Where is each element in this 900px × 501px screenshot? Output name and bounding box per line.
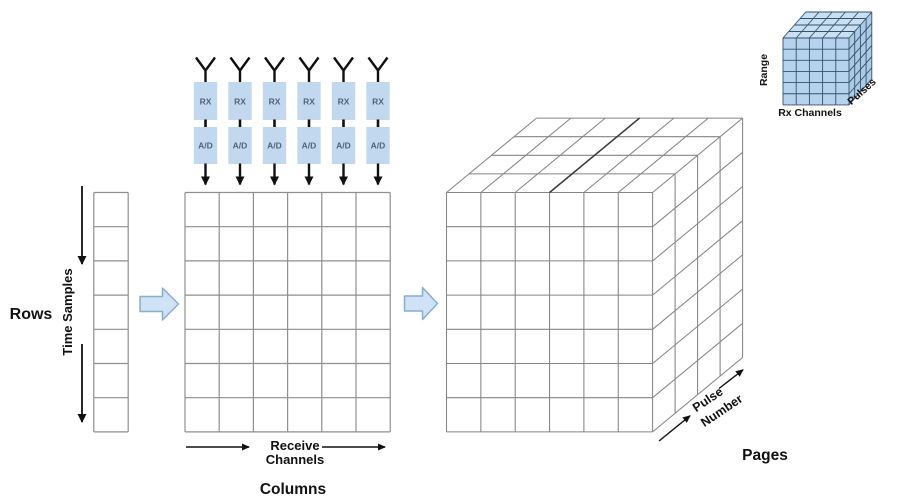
pulse-number-arrow-lower xyxy=(658,415,691,442)
ad-label: A/D xyxy=(267,141,282,151)
rx-box xyxy=(297,82,321,120)
ad-box xyxy=(297,127,321,164)
ad-label: A/D xyxy=(198,141,213,151)
ad-label: A/D xyxy=(371,141,386,151)
rx-box xyxy=(366,82,390,120)
arrows-layer xyxy=(77,163,744,451)
time-samples-vector-grid xyxy=(93,191,129,433)
cube-dark-diagonal-line xyxy=(549,117,641,194)
time-samples-axis-label: Time Samples xyxy=(60,268,75,355)
antenna-icon xyxy=(298,56,320,83)
receiver-chain: RX A/D xyxy=(262,56,287,164)
receiver-chain: RX A/D xyxy=(228,56,252,164)
flow-arrow-left xyxy=(139,287,180,321)
ad-box xyxy=(331,127,356,164)
receiver-chain: RX A/D xyxy=(193,56,218,164)
rx-box xyxy=(193,82,218,120)
ad-label: A/D xyxy=(302,141,317,151)
range-axis-label: Range xyxy=(758,54,770,86)
ad-label: A/D xyxy=(233,141,248,151)
rows-label: Rows xyxy=(10,306,53,323)
receive-channels-label-line2: Channels xyxy=(266,452,325,467)
pulse-number-arrow-upper xyxy=(718,369,744,390)
ad-box xyxy=(262,127,287,164)
receiver-chain: RX A/D xyxy=(366,56,390,164)
rx-label: RX xyxy=(372,97,384,107)
ad-label: A/D xyxy=(336,141,351,151)
mini-legend-cube xyxy=(782,11,873,106)
rx-box xyxy=(262,82,287,120)
rx-box xyxy=(331,82,356,120)
pages-label: Pages xyxy=(742,447,788,464)
ad-box xyxy=(366,127,390,164)
receiver-chain: RX A/D xyxy=(331,56,356,164)
rx-label: RX xyxy=(234,97,246,107)
radar-data-cube xyxy=(445,117,744,433)
rx-label: RX xyxy=(338,97,350,107)
antenna-icon xyxy=(367,56,389,83)
antenna-icon xyxy=(195,56,216,83)
rx-channels-axis-label: Rx Channels xyxy=(778,107,842,119)
receiver-chains-layer: RX A/D RX A/D RX A/D RX A/D RX A/D RX A/D xyxy=(193,56,390,164)
ad-box xyxy=(228,127,252,164)
rx-label: RX xyxy=(269,97,281,107)
rx-label: RX xyxy=(200,97,212,107)
ad-box xyxy=(193,127,218,164)
flow-arrow-right xyxy=(403,286,439,321)
columns-label: Columns xyxy=(260,481,326,498)
shapes-layer xyxy=(93,11,873,433)
receive-channels-label-line1: Receive xyxy=(270,438,319,453)
antenna-icon xyxy=(229,56,251,83)
receiver-chain: RX A/D xyxy=(297,56,321,164)
receive-channels-matrix-grid xyxy=(184,191,391,433)
antenna-icon xyxy=(264,56,285,83)
antenna-icon xyxy=(333,56,354,83)
rx-label: RX xyxy=(303,97,315,107)
rx-box xyxy=(228,82,252,120)
